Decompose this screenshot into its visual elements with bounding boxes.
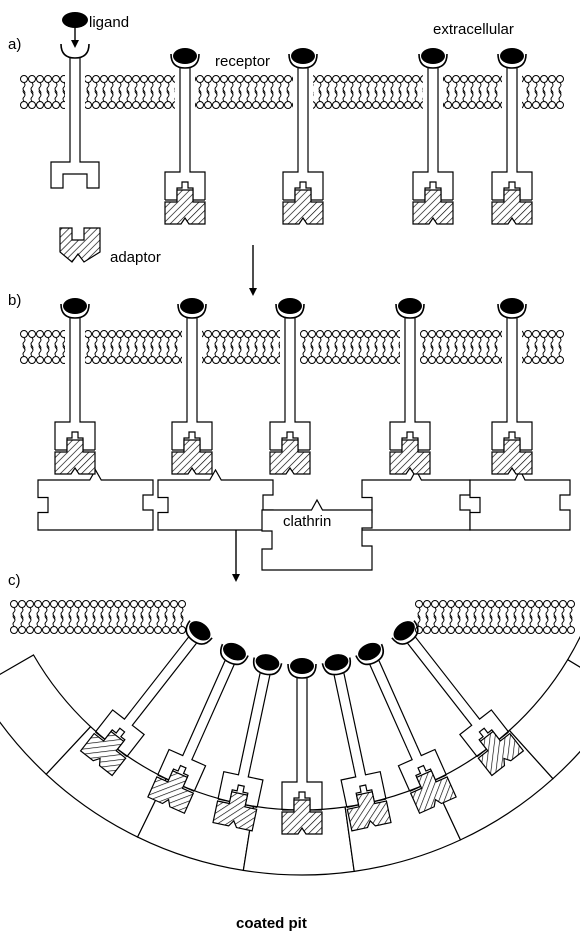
panel-label-b: b) bbox=[8, 292, 21, 309]
ligand bbox=[63, 298, 87, 314]
receptor-a-1 bbox=[164, 48, 206, 225]
receptor-a-3 bbox=[412, 48, 454, 225]
ligand bbox=[255, 654, 280, 671]
adaptor bbox=[269, 439, 311, 475]
ligand bbox=[500, 298, 524, 314]
adaptor bbox=[281, 799, 323, 835]
receptor-b-1 bbox=[54, 298, 96, 475]
receptor-c-4 bbox=[281, 658, 323, 835]
ligand bbox=[500, 48, 524, 64]
clathrin-label: clathrin bbox=[283, 513, 331, 530]
free-ligand bbox=[62, 12, 88, 28]
adaptor-label: adaptor bbox=[110, 249, 161, 266]
receptor-layer bbox=[50, 12, 533, 835]
membrane-c-right bbox=[415, 600, 575, 634]
ligand bbox=[278, 298, 302, 314]
ligand bbox=[393, 621, 415, 641]
ligand bbox=[180, 298, 204, 314]
membrane-a bbox=[20, 75, 564, 109]
adaptor bbox=[79, 730, 127, 777]
receptor-b-3 bbox=[269, 298, 311, 475]
ligand-label: ligand bbox=[89, 14, 129, 31]
arrow-layer bbox=[71, 28, 257, 582]
receptor-c-5 bbox=[321, 654, 392, 832]
ligand bbox=[358, 642, 381, 661]
adaptor bbox=[147, 770, 195, 815]
clathrin-b-free bbox=[261, 498, 373, 571]
clathrin-b-3 bbox=[361, 468, 471, 531]
adaptor bbox=[491, 439, 533, 475]
ligand bbox=[398, 298, 422, 314]
receptor-c-3 bbox=[212, 654, 283, 832]
adaptor bbox=[412, 189, 454, 225]
adaptor bbox=[54, 439, 96, 475]
adaptor bbox=[491, 189, 533, 225]
membrane-c-left bbox=[10, 600, 186, 634]
receptor-a-4 bbox=[491, 48, 533, 225]
ligand bbox=[223, 642, 246, 661]
adaptor bbox=[389, 439, 431, 475]
receptor-b-5 bbox=[491, 298, 533, 475]
adaptor bbox=[346, 791, 392, 832]
adaptor bbox=[477, 730, 525, 777]
clathrin-layer bbox=[0, 468, 580, 876]
receptor-c-2 bbox=[147, 642, 249, 815]
clathrin-b-2 bbox=[157, 468, 274, 531]
adaptor bbox=[171, 439, 213, 475]
receptor-c-7 bbox=[391, 620, 525, 777]
receptor-label: receptor bbox=[215, 53, 270, 70]
coated-pit-label: coated pit bbox=[236, 915, 307, 932]
receptor-c-6 bbox=[355, 642, 457, 815]
adaptor bbox=[282, 189, 324, 225]
clathrin-b-4 bbox=[469, 468, 571, 531]
receptor-b-2 bbox=[171, 298, 213, 475]
ligand bbox=[173, 48, 197, 64]
clathrin-b-1 bbox=[37, 468, 154, 531]
ligand bbox=[421, 48, 445, 64]
adaptor bbox=[409, 770, 457, 815]
receptor-unbound bbox=[50, 43, 100, 189]
panel-label-a: a) bbox=[8, 36, 21, 53]
receptor-b-4 bbox=[389, 298, 431, 475]
ligand bbox=[291, 48, 315, 64]
ligand bbox=[324, 654, 349, 671]
receptor-c-1 bbox=[79, 620, 213, 777]
extracellular-label: extracellular bbox=[433, 21, 514, 38]
panel-label-c: c) bbox=[8, 572, 21, 589]
ligand bbox=[290, 658, 314, 674]
free-adaptor bbox=[59, 227, 101, 263]
receptor-a-2 bbox=[282, 48, 324, 225]
adaptor bbox=[212, 791, 258, 832]
ligand bbox=[189, 621, 211, 641]
adaptor bbox=[164, 189, 206, 225]
